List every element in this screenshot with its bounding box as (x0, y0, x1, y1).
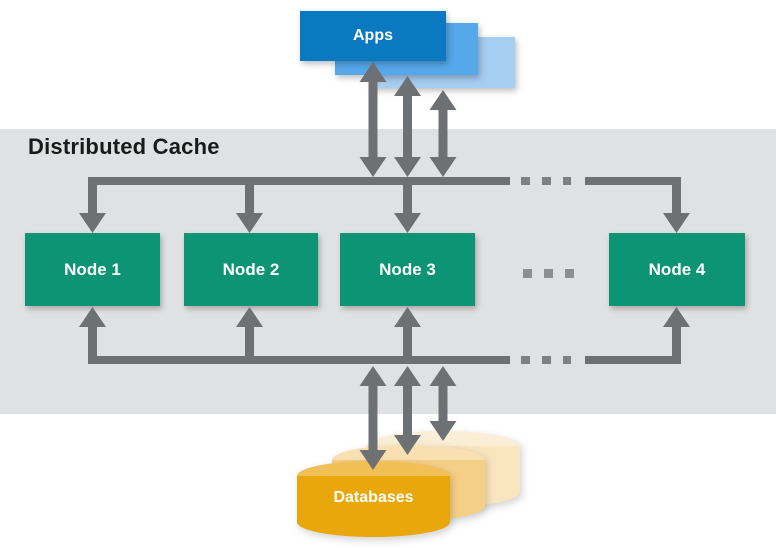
cache-node-1: Node 1 (25, 233, 160, 306)
cache-node-3: Node 3 (340, 233, 475, 306)
cache-node-2: Node 2 (184, 233, 318, 306)
cache-node-4: Node 4 (609, 233, 745, 306)
band-title: Distributed Cache (28, 134, 220, 159)
node-1-label: Node 1 (64, 259, 121, 279)
apps-label: Apps (353, 27, 393, 44)
node-3-label: Node 3 (379, 259, 436, 279)
databases-label: Databases (333, 489, 414, 506)
node-2-label: Node 2 (222, 259, 280, 279)
database-cylinder-front: Databases (297, 461, 450, 537)
apps-card-front: Apps (300, 11, 446, 61)
node-4-label: Node 4 (648, 259, 706, 279)
